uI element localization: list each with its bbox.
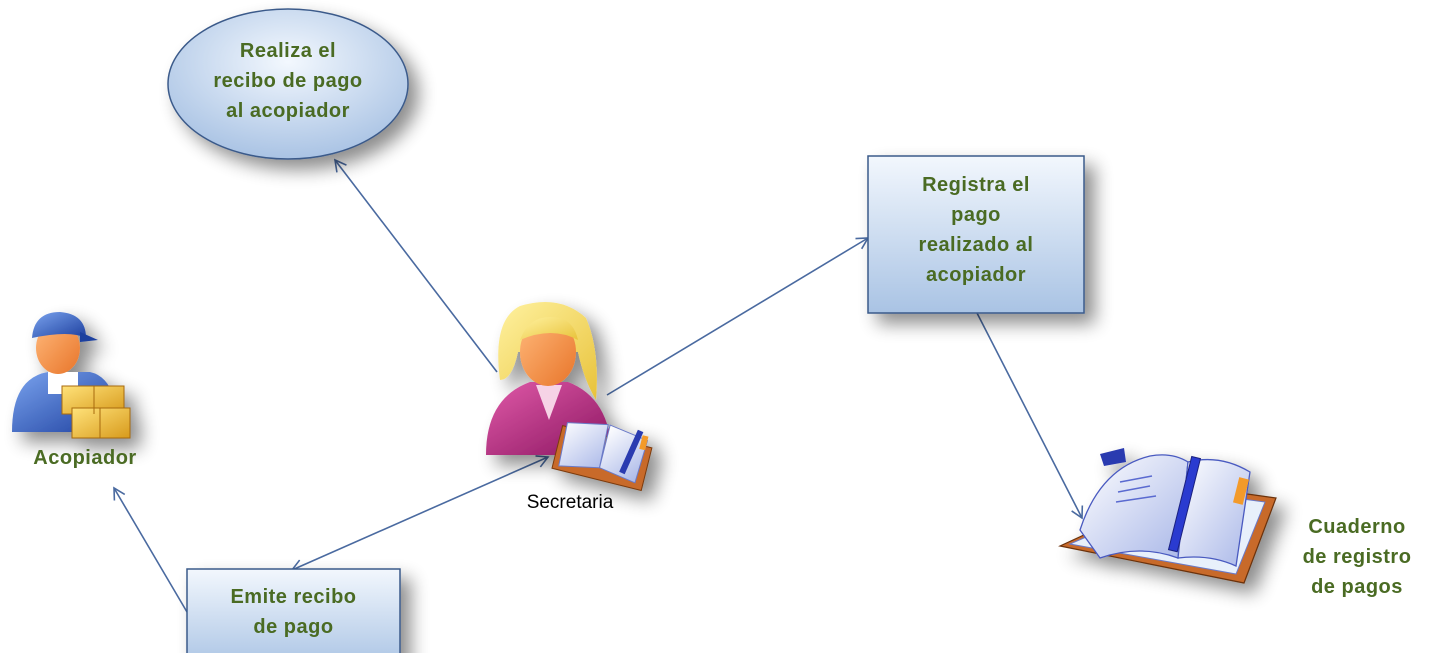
arrow-secretaria-to-registra xyxy=(606,237,870,396)
arrow-emite-to-secretaria xyxy=(290,455,550,572)
registra-box-label: Registra el pago realizado al acopiador xyxy=(918,174,1034,286)
recibo-oval-shape[interactable] xyxy=(167,8,409,160)
secretary-icon xyxy=(486,302,653,492)
cuaderno-label: Cuaderno de registro de pagos xyxy=(1302,516,1412,598)
arrow-registra-to-cuaderno xyxy=(976,312,1084,520)
registra-box-shape[interactable] xyxy=(867,155,1085,314)
acopiador-label: Acopiador xyxy=(33,447,137,469)
recibo-oval-label: Realiza el recibo de pago al acopiador xyxy=(213,40,363,122)
emite-box-shape[interactable] xyxy=(186,568,401,653)
secretaria-label: Secretaria xyxy=(526,492,614,513)
emite-box-label: Emite recibo de pago xyxy=(230,586,357,638)
notebook-icon xyxy=(1058,448,1277,584)
arrow-emite-to-acopiador xyxy=(113,486,188,613)
delivery-man-icon xyxy=(12,312,131,439)
arrow-secretaria-to-recibo xyxy=(333,158,498,373)
